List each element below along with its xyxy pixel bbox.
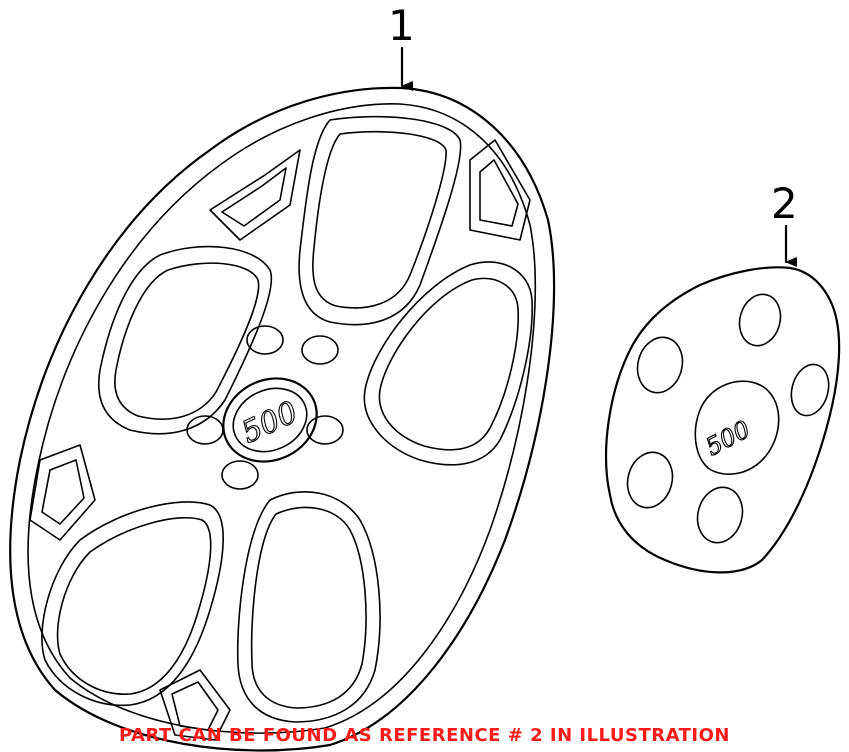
wheel-window-upper-left — [98, 245, 273, 435]
wheel-hub-outer — [222, 377, 318, 463]
center-cap-pocket-2 — [738, 293, 782, 347]
wheel-window-lower-left-inner — [56, 516, 212, 695]
wheel-vent-top-right — [469, 139, 531, 241]
wheel-window-bottom — [236, 491, 381, 723]
wheel-vent-left-inner — [41, 459, 85, 525]
wheel-lug-boss-1 — [246, 325, 284, 355]
part-reference-note: PART CAN BE FOUND AS REFERENCE # 2 IN IL… — [119, 725, 730, 746]
center-cap-pocket-4 — [626, 451, 674, 509]
wheel-cover: 500 — [9, 86, 556, 752]
wheel-vent-top-right-inner — [479, 159, 519, 227]
callout-number-2: 2 — [771, 179, 798, 228]
wheel-vent-left — [29, 444, 96, 541]
center-cap-dome — [694, 380, 780, 476]
wheel-vent-bottom-inner — [171, 681, 219, 731]
wheel-cover-outer-rim — [9, 86, 556, 752]
wheel-lug-boss-4 — [221, 460, 259, 490]
wheel-lug-boss-5 — [186, 415, 224, 445]
wheel-window-right — [363, 261, 533, 466]
wheel-cover-500-logo: 500 — [236, 395, 303, 451]
center-cap-pocket-5 — [696, 486, 744, 544]
wheel-window-upper-left-inner — [114, 262, 260, 420]
wheel-window-right-inner — [378, 277, 520, 451]
wheel-hub-inner — [232, 387, 308, 453]
wheel-vent-upper-inner — [221, 167, 287, 227]
center-cap-500-logo: 500 — [701, 415, 755, 461]
center-cap: 500 — [605, 266, 841, 574]
wheel-window-lower-left — [41, 501, 224, 707]
wheel-lug-boss-2 — [301, 335, 339, 365]
wheel-vent-upper — [209, 149, 301, 241]
center-cap-outline — [605, 266, 841, 574]
wheel-window-top-inner — [312, 130, 447, 309]
callout-number-1: 1 — [388, 1, 415, 50]
wheel-window-top — [298, 115, 462, 326]
wheel-window-bottom-inner — [250, 506, 367, 709]
wheel-lug-boss-3 — [306, 415, 344, 445]
wheel-vent-bottom — [159, 669, 231, 741]
center-cap-pocket-3 — [790, 363, 830, 417]
center-cap-pocket-1 — [636, 336, 684, 394]
